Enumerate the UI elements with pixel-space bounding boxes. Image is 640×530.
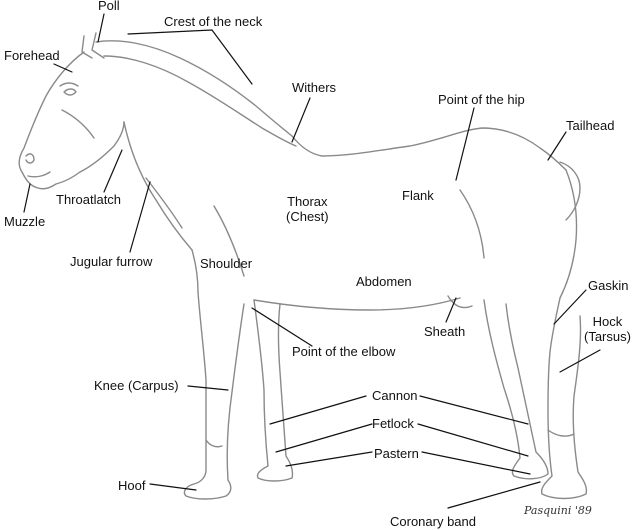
- nostril: [25, 153, 35, 164]
- leader-gaskin: [553, 289, 587, 325]
- leader-throatlatch: [103, 149, 123, 193]
- leader-jugular: [129, 181, 151, 253]
- head-front: [18, 51, 85, 190]
- leader-withers: [291, 97, 311, 143]
- crest-top: [95, 40, 293, 137]
- hindquarter: [559, 169, 578, 299]
- feather-hind: [547, 429, 575, 437]
- label-hock: Hock (Tarsus): [584, 314, 631, 344]
- label-abdomen: Abdomen: [356, 274, 412, 289]
- label-thorax-line1: Thorax: [287, 194, 328, 209]
- jugular-line: [145, 177, 183, 229]
- label-cannon: Cannon: [372, 388, 418, 403]
- leader-crest: [127, 29, 253, 85]
- label-poll: Poll: [98, 0, 120, 13]
- mouth: [27, 171, 51, 178]
- leader-tailhead: [547, 131, 567, 161]
- tail: [559, 161, 581, 221]
- leader-pastern-hind: [421, 451, 531, 475]
- label-forehead: Forehead: [4, 48, 60, 63]
- leader-elbow: [251, 307, 313, 347]
- label-shoulder: Shoulder: [200, 256, 253, 271]
- leader-knee: [187, 385, 229, 391]
- ear-left: [81, 35, 93, 59]
- leader-hock: [559, 349, 601, 373]
- label-hock-line1: Hock: [592, 314, 623, 329]
- label-withers: Withers: [292, 80, 337, 95]
- label-fetlock: Fetlock: [372, 416, 414, 431]
- leader-pastern-front: [285, 451, 373, 467]
- leader-cannon-hind: [419, 395, 529, 425]
- leader-poll: [97, 13, 105, 43]
- leader-hoof: [149, 483, 197, 491]
- label-knee-carpus: Knee (Carpus): [94, 378, 179, 393]
- mane-inner: [103, 55, 297, 147]
- artist-signature: Pasquini '89: [524, 504, 592, 517]
- ear-right: [91, 32, 105, 59]
- leader-fetlock-front: [275, 423, 373, 453]
- belly: [253, 297, 461, 311]
- label-jugular-furrow: Jugular furrow: [70, 254, 153, 269]
- leader-fetlock-hind: [417, 423, 529, 457]
- horse-body: [18, 32, 588, 500]
- label-tailhead: Tailhead: [566, 118, 615, 133]
- sheath-shape: [447, 295, 473, 309]
- label-gaskin: Gaskin: [588, 278, 629, 293]
- front-leg-far: [253, 299, 294, 482]
- label-hock-line2: (Tarsus): [584, 329, 631, 344]
- leader-coronary: [447, 481, 541, 509]
- label-hoof: Hoof: [118, 478, 146, 493]
- leader-lines: [23, 13, 601, 509]
- hind-leg-far: [483, 299, 549, 480]
- jaw: [79, 121, 125, 173]
- hind-leg-near: [540, 297, 588, 500]
- leader-cannon-front: [269, 395, 367, 425]
- shoulder-contour: [213, 205, 245, 277]
- back-topline: [291, 127, 567, 171]
- brow: [59, 82, 79, 87]
- eye: [63, 88, 77, 96]
- leader-point-of-hip: [455, 107, 475, 181]
- label-throatlatch: Throatlatch: [56, 192, 122, 207]
- leader-sheath: [445, 297, 457, 323]
- feather-front: [205, 439, 223, 448]
- label-flank: Flank: [402, 188, 434, 203]
- chest-front: [191, 249, 199, 293]
- leader-muzzle: [23, 183, 31, 213]
- leader-forehead: [53, 63, 73, 73]
- label-thorax: Thorax (Chest): [286, 194, 329, 224]
- label-pastern: Pastern: [374, 446, 419, 461]
- label-sheath: Sheath: [424, 324, 466, 339]
- label-muzzle: Muzzle: [4, 214, 46, 229]
- label-crest-of-the-neck: Crest of the neck: [164, 14, 263, 29]
- label-thorax-line2: (Chest): [286, 209, 329, 224]
- label-point-of-the-hip: Point of the hip: [438, 92, 525, 107]
- front-leg-near: [183, 291, 245, 500]
- label-point-of-the-elbow: Point of the elbow: [292, 344, 396, 359]
- label-coronary-band: Coronary band: [390, 514, 476, 529]
- hip-contour: [459, 189, 485, 259]
- cheek-line: [61, 109, 95, 139]
- neck-underside: [123, 121, 193, 251]
